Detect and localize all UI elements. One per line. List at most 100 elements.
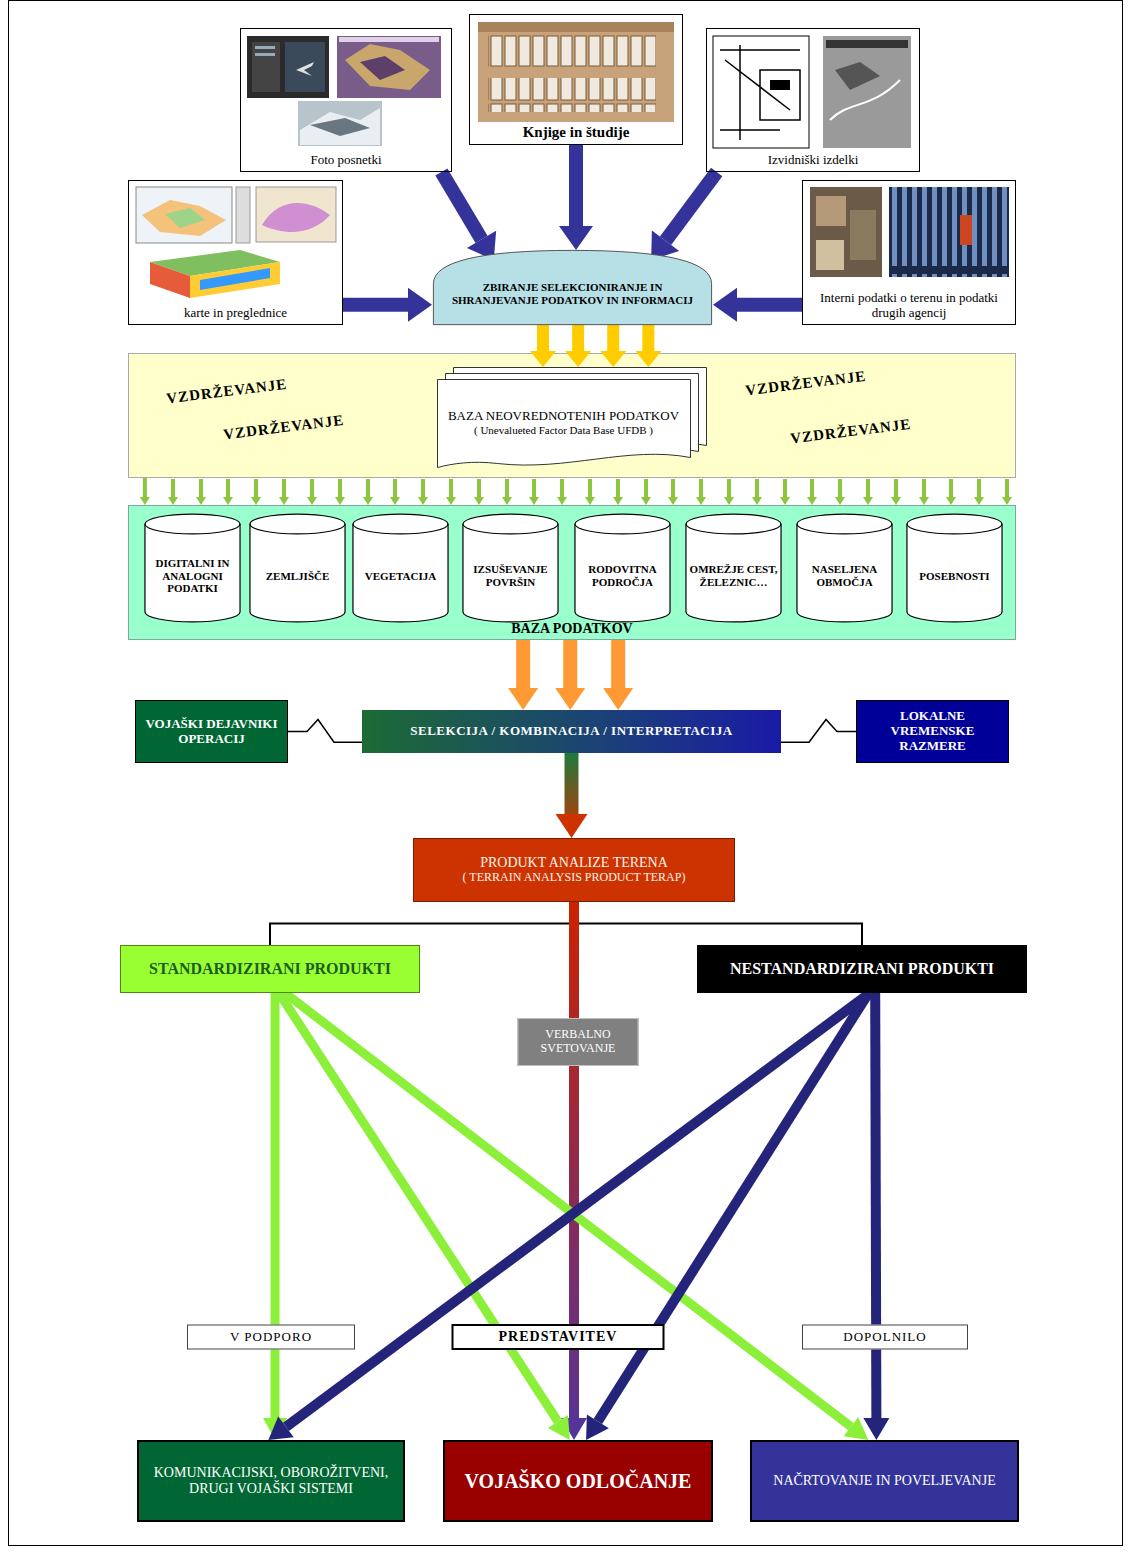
product-type-box: NESTANDARDIZIRANI PRODUKTI <box>697 945 1027 993</box>
arrow-connector <box>516 640 530 688</box>
edge-label-box: PREDSTAVITEV <box>452 1324 665 1350</box>
arrow-connector <box>642 325 654 351</box>
arrow-connector <box>271 993 280 1418</box>
arrow-connector <box>574 902 862 945</box>
product-type-box: STANDARDIZIRANI PRODUKTI <box>120 945 420 993</box>
node-text: STANDARDIZIRANI PRODUKTI <box>149 960 391 978</box>
factor-box: LOKALNE VREMENSKE RAZMERE <box>856 700 1009 763</box>
cylinder-outline <box>906 513 1003 623</box>
database-band: DIGITALNI IN ANALOGNI PODATKI ZEMLJIŠČE VE… <box>128 505 1016 640</box>
source-recon-box: Izvidniški izdelki <box>706 28 920 172</box>
source-photo-box: Foto posnetki <box>240 28 452 172</box>
node-text: VZDRŽEVANJE <box>789 416 912 448</box>
node-text: Izvidniški izdelki <box>768 153 859 168</box>
arrow-connector <box>565 753 579 814</box>
database-cylinder: ZEMLJIŠČE <box>249 513 346 623</box>
database-cylinder: IZSUŠEVANJE POVRŠIN <box>462 513 559 623</box>
node-text: NESTANDARDIZIRANI PRODUKTI <box>730 960 994 978</box>
arrow-connector <box>607 325 619 351</box>
node-text: VEGETACIJA <box>365 570 436 583</box>
cylinder-outline <box>249 513 346 623</box>
photo-thumbnails <box>247 36 441 146</box>
edge-label-box: V PODPORO <box>187 1325 355 1350</box>
feed-arrows <box>168 479 1012 505</box>
maintenance-band <box>129 354 1016 478</box>
arrow-connector <box>569 145 583 226</box>
node-text: ZBIRANJE SELEKCIONIRANJE IN SHRANJEVANJE… <box>446 281 699 306</box>
edge-label: V PODPORO <box>230 1330 312 1345</box>
node-text: Foto posnetki <box>310 153 381 168</box>
database-cylinder: NASELJENA OBMOČJA <box>796 513 893 623</box>
node-text: SELEKCIJA / KOMBINACIJA / INTERPRETACIJA <box>410 724 732 739</box>
node-text: ZEMLJIŠČE <box>266 570 330 583</box>
document-stack: BAZA NEOVREDNOTENIH PODATKOV( Unevaluete… <box>437 367 706 468</box>
node-text: POSEBNOSTI <box>919 570 989 583</box>
arrow-connector <box>737 298 802 312</box>
maps-thumbnails <box>136 187 336 298</box>
database-cylinder: RODOVITNA PODROČJA <box>574 513 671 623</box>
node-text: DIGITALNI IN ANALOGNI PODATKI <box>147 557 238 595</box>
edge-label-box: DOPOLNILO <box>802 1325 968 1350</box>
node-text: OMREŽJE CEST, ŽELEZNIC… <box>688 563 779 588</box>
database-cylinder: VEGETACIJA <box>352 513 449 623</box>
arrow-connector <box>288 720 362 743</box>
arrow-connector <box>666 172 717 241</box>
node-text: BAZA PODATKOV <box>511 621 632 637</box>
arrow-connector <box>279 993 558 1422</box>
factor-box: VOJAŠKI DEJAVNIKI OPERACIJ <box>135 700 288 763</box>
cylinder-outline <box>352 513 449 623</box>
arrow-connector <box>572 325 584 351</box>
node-text: NAČRTOVANJE IN POVELJEVANJE <box>773 1473 995 1489</box>
arrow-connector <box>875 993 876 1418</box>
node-text: VOJAŠKI DEJAVNIKI OPERACIJ <box>142 717 281 747</box>
node-text: KOMUNIKACIJSKI, OBOROŽITVENI, DRUGI VOJA… <box>151 1465 391 1497</box>
collection-dome: ZBIRANJE SELEKCIONIRANJE IN SHRANJEVANJE… <box>432 250 713 325</box>
node-text: VZDRŽEVANJE <box>222 412 345 444</box>
internal-data-photos <box>810 187 1009 277</box>
node-text: ( Unevalueted Factor Data Base UFDB ) <box>474 424 653 437</box>
source-maps-box: karte in preglednice <box>128 180 343 325</box>
node-text: BAZA NEOVREDNOTENIH PODATKOV <box>448 409 679 424</box>
target-box: NAČRTOVANJE IN POVELJEVANJE <box>750 1440 1019 1522</box>
source-internal-box: Interni podatki o terenu in podatki drug… <box>802 180 1016 325</box>
node-text: IZSUŠEVANJE POVRŠIN <box>465 563 556 588</box>
edge-label: PREDSTAVITEV <box>499 1329 618 1345</box>
books-photo <box>478 22 674 122</box>
edge-label: VERBALNO SVETOVANJE <box>523 1028 634 1056</box>
maintenance-band: BAZA NEOVREDNOTENIH PODATKOV( Unevaluete… <box>128 353 1016 478</box>
database-cylinder: POSEBNOSTI <box>906 513 1003 623</box>
process-bar: SELEKCIJA / KOMBINACIJA / INTERPRETACIJA <box>362 710 781 753</box>
edge-label: DOPOLNILO <box>843 1330 926 1345</box>
node-text: LOKALNE VREMENSKE RAZMERE <box>863 709 1002 754</box>
node-text: Knjige in študije <box>523 124 630 141</box>
database-cylinder: OMREŽJE CEST, ŽELEZNIC… <box>685 513 782 623</box>
page-frame <box>9 1 1123 1546</box>
node-text: VOJAŠKO ODLOČANJE <box>465 1470 692 1493</box>
node-text: VZDRŽEVANJE <box>165 376 288 408</box>
arrow-connector <box>343 298 408 312</box>
arrow-connector <box>270 902 574 945</box>
arrow-connector <box>611 640 625 688</box>
arrow-connector <box>441 172 481 239</box>
node-text: PRODUKT ANALIZE TERENA <box>480 855 668 871</box>
node-text: RODOVITNA PODROČJA <box>577 563 668 588</box>
arrow-connector <box>143 478 147 497</box>
node-text: ( TERRAIN ANALYSIS PRODUCT TERAP) <box>463 871 686 885</box>
target-box: KOMUNIKACIJSKI, OBOROŽITVENI, DRUGI VOJA… <box>137 1440 405 1522</box>
edge-label-box: VERBALNO SVETOVANJE <box>518 1018 639 1066</box>
database-cylinder: DIGITALNI IN ANALOGNI PODATKI <box>144 513 241 623</box>
node-text: karte in preglednice <box>184 306 287 321</box>
node-text: NASELJENA OBMOČJA <box>799 563 890 588</box>
connectors <box>145 145 876 1427</box>
node-text: Interni podatki o terenu in podatki drug… <box>807 291 1011 321</box>
arrow-connector <box>537 325 549 351</box>
reconnaissance-images <box>713 36 911 148</box>
product-box: PRODUKT ANALIZE TERENA( TERRAIN ANALYSIS… <box>413 838 735 902</box>
node-text: VZDRŽEVANJE <box>744 368 867 400</box>
arrow-connector <box>781 720 856 743</box>
arrow-connector <box>286 993 870 1427</box>
arrow-connector <box>563 640 577 688</box>
